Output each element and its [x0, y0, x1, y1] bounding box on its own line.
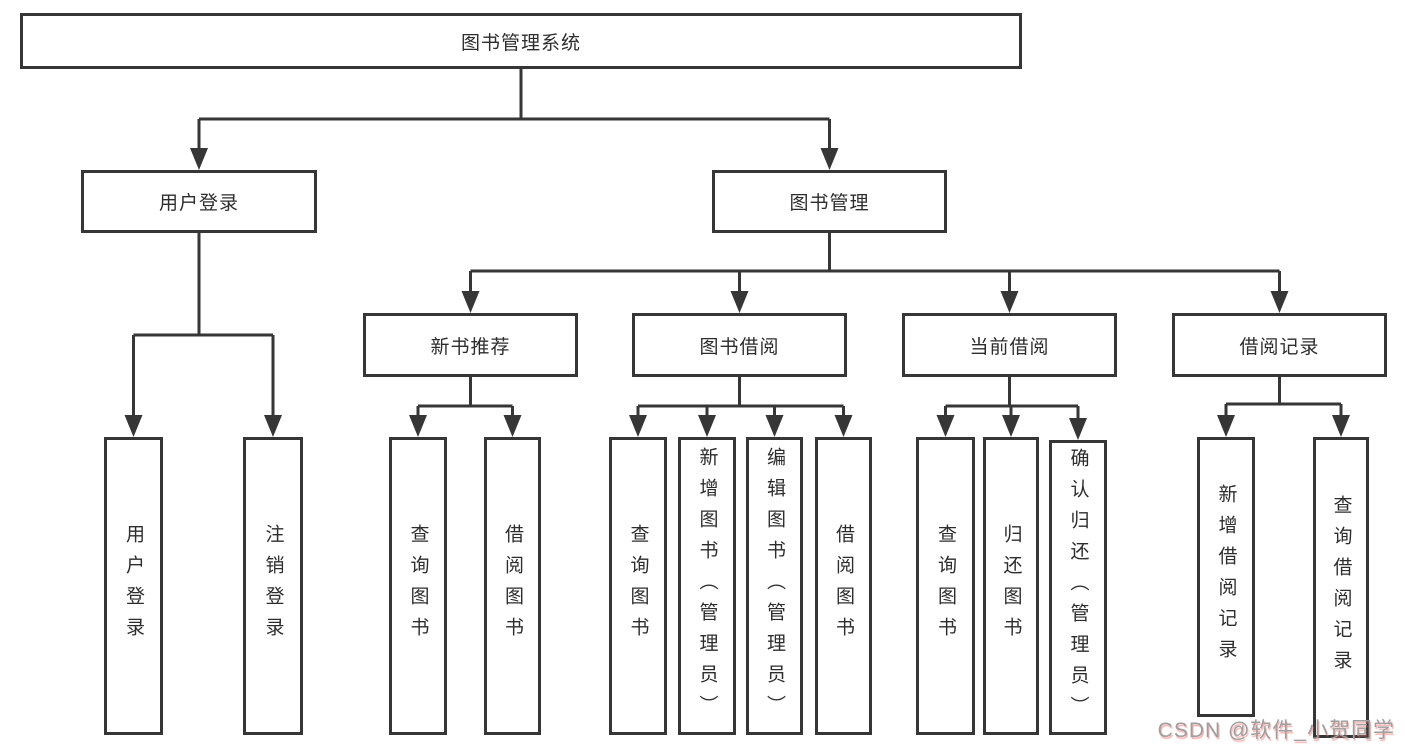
arrowhead: [461, 291, 480, 313]
leaf-query-books-recommend: 查询图书: [389, 437, 447, 735]
leaf-borrow-books-recommend: 借阅图书: [484, 437, 541, 735]
leaf-query-books-borrow-label: 查询图书: [627, 524, 649, 648]
arrowhead: [698, 415, 716, 437]
connector-current-borrow-children: [936, 377, 1087, 440]
node-book-borrow-label: 图书借阅: [699, 336, 780, 358]
arrowhead: [409, 415, 427, 437]
node-book-management: 图书管理: [712, 170, 947, 233]
leaf-query-borrow-record: 查询借阅记录: [1313, 437, 1369, 738]
arrowhead: [190, 148, 208, 170]
leaf-query-borrow-record-label: 查询借阅记录: [1330, 494, 1352, 681]
arrowhead: [936, 415, 955, 437]
leaf-return-book: 归还图书: [983, 437, 1039, 735]
arrowhead: [730, 291, 749, 313]
connector-root-to-level2: [190, 69, 839, 170]
node-current-borrow: 当前借阅: [902, 313, 1117, 377]
leaf-add-borrow-record: 新增借阅记录: [1197, 437, 1255, 717]
node-root-label: 图书管理系统: [460, 32, 581, 54]
leaf-borrow-books: 借阅图书: [815, 437, 872, 735]
leaf-edit-book-admin: 编辑图书（管理员）: [746, 437, 803, 735]
leaf-query-books-recommend-label: 查询图书: [407, 524, 429, 648]
arrowhead: [820, 148, 839, 170]
node-book-management-label: 图书管理: [789, 193, 870, 214]
arrowhead: [1069, 418, 1087, 440]
leaf-return-book-label: 归还图书: [1000, 524, 1022, 648]
node-borrow-records-label: 借阅记录: [1239, 336, 1320, 358]
arrowhead: [1332, 415, 1350, 437]
leaf-confirm-return-admin-label: 确认归还（管理员）: [1067, 448, 1089, 727]
watermark: CSDN @软件_小贺同学: [1157, 719, 1395, 742]
leaf-logout: 注销登录: [243, 437, 303, 735]
node-book-borrow: 图书借阅: [632, 313, 847, 377]
leaf-borrow-books-recommend-label: 借阅图书: [502, 524, 523, 648]
leaf-query-books-current: 查询图书: [916, 437, 975, 735]
arrowhead: [765, 415, 784, 437]
node-current-borrow-label: 当前借阅: [969, 336, 1050, 358]
leaf-user-login-label: 用户登录: [123, 524, 144, 648]
node-borrow-records: 借阅记录: [1172, 313, 1387, 377]
node-user-login: 用户登录: [81, 170, 317, 233]
connector-borrow-records-children: [1217, 377, 1350, 437]
arrowhead: [503, 415, 522, 437]
node-new-book-recommend-label: 新书推荐: [430, 336, 511, 358]
arrowhead: [124, 415, 143, 437]
arrowhead: [1270, 291, 1289, 313]
connector-user-login-children: [124, 233, 282, 437]
arrowhead: [1002, 415, 1020, 437]
connector-book-borrow-children: [629, 377, 853, 437]
connector-new-book-children: [409, 377, 522, 437]
leaf-query-books-current-label: 查询图书: [935, 524, 956, 648]
node-new-book-recommend: 新书推荐: [363, 313, 578, 377]
node-root: 图书管理系统: [20, 13, 1022, 69]
arrowhead: [629, 415, 647, 437]
leaf-add-borrow-record-label: 新增借阅记录: [1215, 484, 1237, 670]
leaf-add-book-admin-label: 新增图书（管理员）: [696, 446, 718, 726]
leaf-logout-label: 注销登录: [262, 524, 284, 648]
arrowhead: [1000, 291, 1019, 313]
node-user-login-label: 用户登录: [158, 193, 239, 214]
arrowhead: [1217, 415, 1235, 437]
leaf-edit-book-admin-label: 编辑图书（管理员）: [764, 446, 785, 726]
connector-book-management-children: [461, 233, 1289, 313]
leaf-query-books-borrow: 查询图书: [609, 437, 667, 735]
leaf-user-login: 用户登录: [104, 437, 163, 735]
leaf-confirm-return-admin: 确认归还（管理员）: [1049, 440, 1107, 735]
arrowhead: [264, 415, 282, 437]
leaf-borrow-books-label: 借阅图书: [833, 524, 854, 648]
leaf-add-book-admin: 新增图书（管理员）: [678, 437, 736, 735]
arrowhead: [834, 415, 853, 437]
